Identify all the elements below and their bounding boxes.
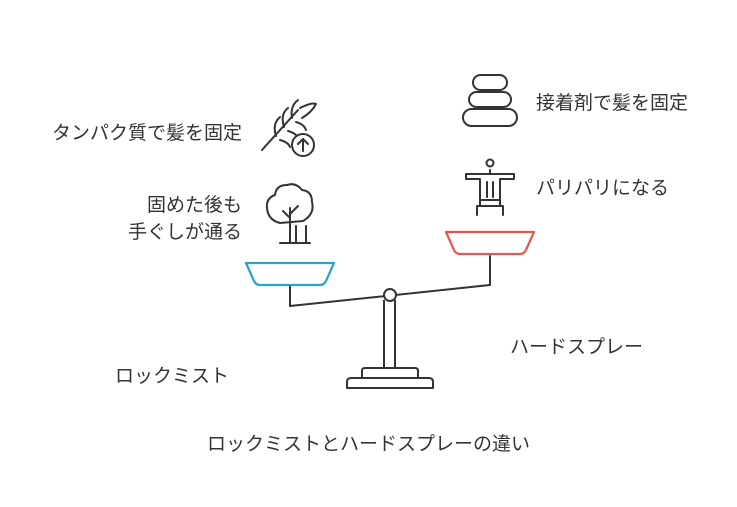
scale-base <box>346 300 434 389</box>
left-mid-label-line2: 手ぐしが通る <box>127 221 242 243</box>
stacked-stones-icon <box>462 74 518 127</box>
scale-pivot <box>383 288 397 302</box>
wheat-up-arrow-icon <box>261 99 317 157</box>
diagram-title: ロックミストとハードスプレーの違い <box>206 433 530 455</box>
right-name: ハードスプレー <box>510 336 644 358</box>
left-name: ロックミスト <box>115 365 230 387</box>
tree-icon <box>265 183 314 244</box>
statue-icon <box>465 158 515 216</box>
left-mid-label-line1: 固めた後も <box>146 194 242 216</box>
left-top-label: タンパク質で髪を固定 <box>51 122 242 144</box>
right-mid-label: パリパリになる <box>536 177 670 199</box>
right-pan <box>444 230 536 256</box>
right-top-label: 接着剤で髪を固定 <box>536 92 689 114</box>
left-pan <box>244 261 336 287</box>
